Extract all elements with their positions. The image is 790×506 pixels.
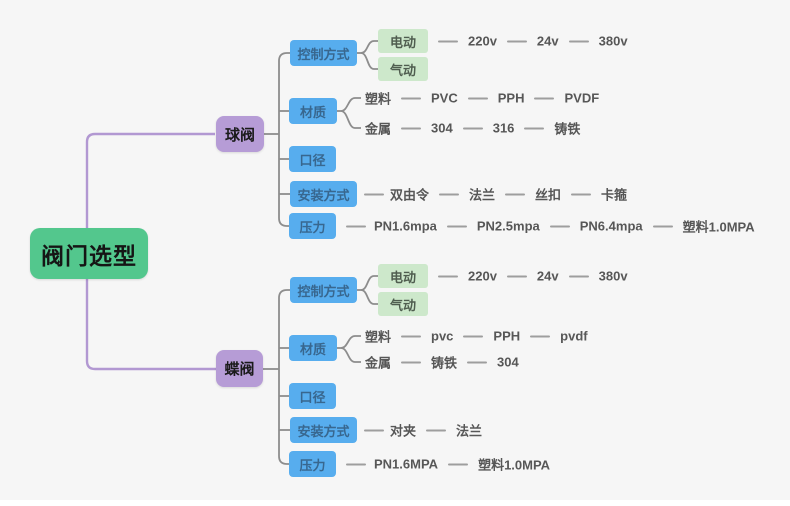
leaf-node[interactable]: 24v <box>536 33 559 49</box>
chain-ball-plastic: 塑料 PVC PPH PVDF <box>365 89 599 108</box>
chain-bfly-voltage: 220v 24v 380v <box>428 269 628 284</box>
chain-bfly-plastic: 塑料 pvc PPH pvdf <box>365 327 588 346</box>
category-node-ball-material[interactable]: 材质 <box>289 98 337 124</box>
dash-connector <box>524 127 545 129</box>
leaf-node[interactable]: 对夹 <box>390 423 417 439</box>
dash-connector <box>530 335 551 337</box>
leaf-node[interactable]: PN6.4mpa <box>579 218 643 234</box>
leaf-node[interactable]: 380v <box>598 268 628 284</box>
dash-connector <box>462 127 483 129</box>
category-node-bfly-install[interactable]: 安装方式 <box>290 417 357 443</box>
ball-valve-spine <box>264 40 378 227</box>
chain-ball-pressure: PN1.6mpa PN2.5mpa PN6.4mpa 塑料1.0MPA <box>338 217 755 236</box>
dash-connector <box>505 193 526 195</box>
leaf-node[interactable]: PN1.6MPA <box>374 456 439 472</box>
category-node-bfly-diameter[interactable]: 口径 <box>289 383 336 409</box>
dash-connector <box>439 193 460 195</box>
leaf-node[interactable]: 220v <box>468 268 497 284</box>
dash-connector <box>401 127 422 129</box>
leaf-node[interactable]: PPH <box>497 90 525 106</box>
leaf-node[interactable]: 双由令 <box>390 187 430 203</box>
dash-connector <box>401 361 422 363</box>
leaf-node[interactable]: PPH <box>493 328 521 344</box>
leaf-node[interactable]: 卡箍 <box>601 187 628 203</box>
dash-connector <box>463 335 484 337</box>
category-node-ball-install[interactable]: 安装方式 <box>290 181 357 207</box>
dash-connector <box>506 275 527 277</box>
leaf-node[interactable]: 塑料1.0MPA <box>478 457 551 473</box>
chain-bfly-pressure: PN1.6MPA 塑料1.0MPA <box>338 455 550 474</box>
category-node-ball-control[interactable]: 控制方式 <box>290 40 357 66</box>
category-node-bfly-pressure[interactable]: 压力 <box>289 451 336 477</box>
dash-connector <box>438 275 458 277</box>
root-node[interactable]: 阀门选型 <box>30 228 148 279</box>
leaf-node[interactable]: 法兰 <box>456 423 483 439</box>
dash-connector <box>346 463 366 465</box>
leaf-node[interactable]: 金属 <box>365 121 392 137</box>
leaf-node[interactable]: 24v <box>536 268 559 284</box>
leaf-node[interactable]: 塑料 <box>365 91 392 107</box>
leaf-node[interactable]: PVC <box>431 90 458 106</box>
leaf-node[interactable]: 塑料 <box>365 329 392 345</box>
chain-bfly-metal: 金属 铸铁 304 <box>365 353 519 372</box>
leaf-node[interactable]: 丝扣 <box>535 187 562 203</box>
category-node-bfly-material[interactable]: 材质 <box>289 335 337 361</box>
leaf-node[interactable]: 316 <box>492 120 515 136</box>
leaf-node[interactable]: 304 <box>497 354 519 370</box>
leaf-node-ball-electric[interactable]: 电动 <box>378 29 428 53</box>
dash-connector <box>438 40 458 42</box>
leaf-node[interactable]: PVDF <box>564 90 600 106</box>
category-node-ball-diameter[interactable]: 口径 <box>289 146 336 172</box>
butterfly-valve-spine <box>263 275 378 465</box>
leaf-node[interactable]: PN2.5mpa <box>476 218 540 234</box>
branch-node-butterfly-valve[interactable]: 蝶阀 <box>216 350 263 387</box>
chain-bfly-install: 对夹 法兰 <box>358 421 482 440</box>
leaf-node[interactable]: PN1.6mpa <box>374 218 437 234</box>
dash-connector <box>652 225 673 227</box>
leaf-node[interactable]: 铸铁 <box>554 121 581 137</box>
dash-connector <box>446 225 467 227</box>
dash-connector <box>364 193 384 195</box>
chain-ball-install: 双由令 法兰 丝扣 卡箍 <box>358 185 627 204</box>
dash-connector <box>346 225 366 227</box>
leaf-node[interactable]: 铸铁 <box>431 355 458 371</box>
dash-connector <box>401 97 422 99</box>
leaf-node[interactable]: 380v <box>598 33 628 49</box>
leaf-node-bfly-electric[interactable]: 电动 <box>378 264 428 288</box>
leaf-node[interactable]: 金属 <box>365 355 392 371</box>
chain-ball-metal: 金属 304 316 铸铁 <box>365 119 580 138</box>
leaf-node-bfly-pneumatic[interactable]: 气动 <box>378 292 428 316</box>
leaf-node[interactable]: 220v <box>468 33 497 49</box>
leaf-node[interactable]: pvc <box>431 328 454 344</box>
leaf-node[interactable]: 304 <box>431 120 453 136</box>
dash-connector <box>549 225 570 227</box>
leaf-node[interactable]: 塑料1.0MPA <box>682 219 755 235</box>
category-node-ball-pressure[interactable]: 压力 <box>289 213 336 239</box>
category-node-bfly-control[interactable]: 控制方式 <box>290 277 357 303</box>
dash-connector <box>534 97 555 99</box>
dash-connector <box>448 463 469 465</box>
dash-connector <box>364 429 384 431</box>
dash-connector <box>571 193 592 195</box>
dash-connector <box>426 429 447 431</box>
dash-connector <box>401 335 422 337</box>
branch-node-ball-valve[interactable]: 球阀 <box>216 116 264 152</box>
dash-connector <box>506 40 527 42</box>
dash-connector <box>467 361 488 363</box>
leaf-node[interactable]: 法兰 <box>469 187 496 203</box>
dash-connector <box>568 275 589 277</box>
dash-connector <box>467 97 488 99</box>
leaf-node[interactable]: pvdf <box>560 328 588 344</box>
leaf-node-ball-pneumatic[interactable]: 气动 <box>378 57 428 81</box>
chain-ball-voltage: 220v 24v 380v <box>428 34 628 49</box>
dash-connector <box>568 40 589 42</box>
